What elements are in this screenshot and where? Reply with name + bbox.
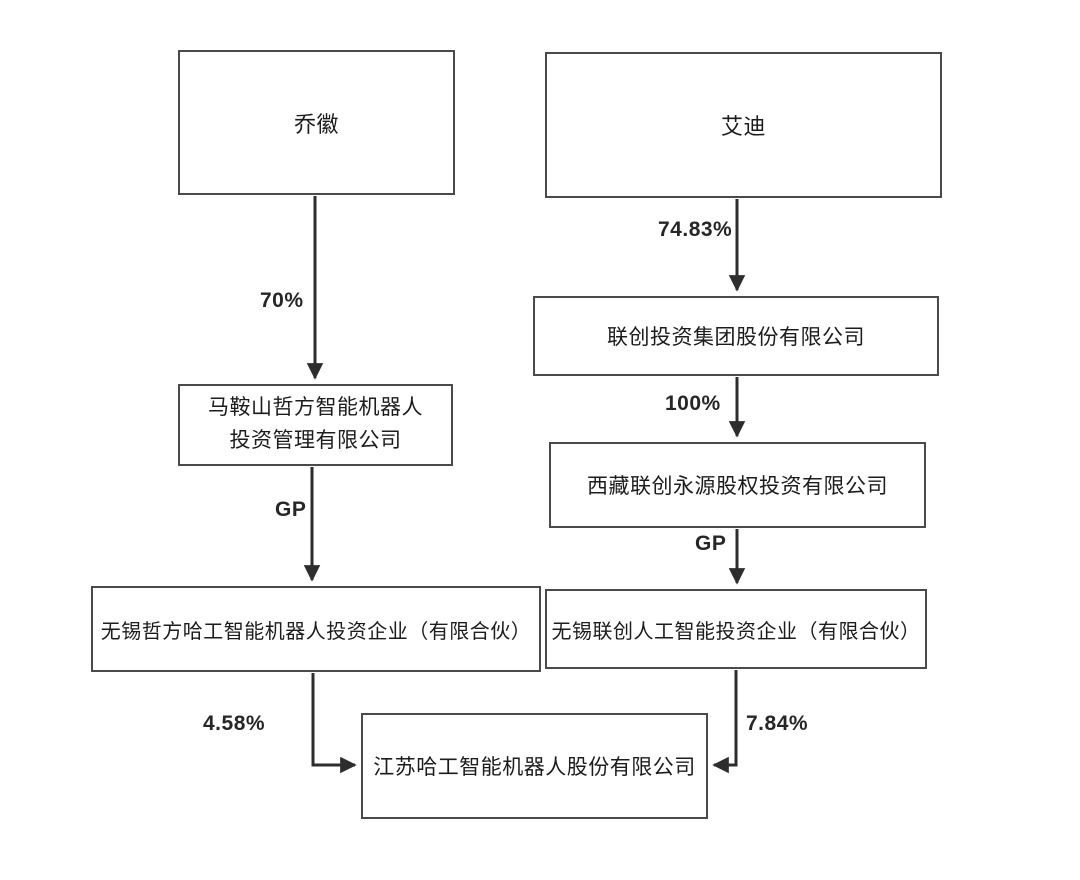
arrow-wuxi-zhefang-to-jiangsu [311,673,357,774]
node-shareholder-aidi: 艾迪 [545,52,942,198]
edge-label-xizang-gp: GP [693,532,729,556]
edge-label-wuxi-lianchuang-percent: 7.84% [744,712,811,736]
node-shareholder-qiaohui: 乔徽 [178,50,455,195]
node-partnership-wuxi-zhefang: 无锡哲方哈工智能机器人投资企业（有限合伙） [91,586,541,672]
edge-label-lianchuang-xizang-percent: 100% [663,392,723,416]
node-company-xizang-lianchuang: 西藏联创永源股权投资有限公司 [549,442,926,528]
node-company-jiangsu-hagong: 江苏哈工智能机器人股份有限公司 [361,713,708,819]
edge-label-wuxi-zhefang-percent: 4.58% [201,712,268,736]
node-partnership-wuxi-lianchuang: 无锡联创人工智能投资企业（有限合伙） [545,589,927,669]
edge-label-aidi-lianchuang-percent: 74.83% [656,218,735,242]
node-company-lianchuang-group: 联创投资集团股份有限公司 [533,296,939,376]
arrow-wuxi-lianchuang-to-jiangsu [712,670,738,774]
edge-label-maanshan-gp: GP [273,498,309,522]
edge-label-qiaohui-maanshan-percent: 70% [258,289,306,313]
node-company-maanshan-zhefang: 马鞍山哲方智能机器人投资管理有限公司 [178,384,453,466]
